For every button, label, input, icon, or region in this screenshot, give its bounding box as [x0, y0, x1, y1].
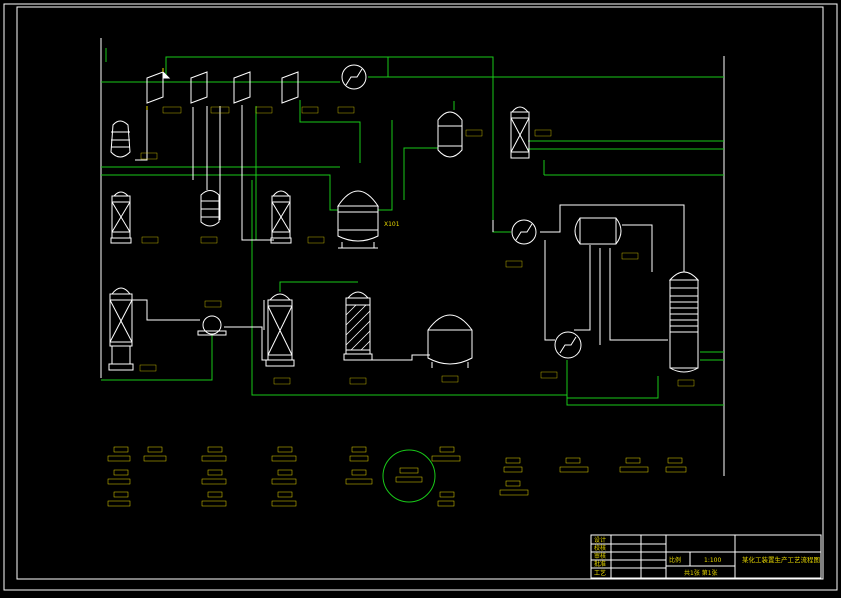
inner-frame	[16, 6, 824, 580]
packed-column-left-upper	[110, 191, 132, 244]
drawing-frame	[3, 3, 838, 591]
packed-column-center-upper	[270, 190, 292, 244]
legend-entries	[107, 446, 687, 507]
compressor-arrow	[162, 70, 171, 79]
packed-column-center-lower	[265, 293, 295, 367]
compressor-4	[281, 71, 299, 104]
fractionation-tower	[668, 271, 700, 373]
buffer-drum-mid	[200, 190, 220, 227]
sheet-label: 共1张 第1张	[684, 569, 718, 577]
vessel-top-center	[437, 111, 463, 158]
outer-frame	[3, 3, 838, 591]
scale-label: 比例	[669, 556, 681, 564]
compressor-3	[233, 71, 251, 104]
compressor-2	[190, 71, 208, 104]
title-block-text: 设计 校核 审核 批准 工艺 比例 1:100 共1张 第1张 某化工装置生产工…	[594, 536, 820, 577]
heat-exchanger-low	[554, 331, 582, 359]
equipment-labels: X101	[139, 106, 695, 387]
title-row-2: 校核	[594, 544, 606, 552]
hatched-column	[343, 291, 373, 361]
horizontal-drum	[574, 217, 622, 245]
legend	[107, 446, 687, 507]
heat-exchangers	[341, 64, 582, 359]
pump	[197, 315, 227, 336]
heat-exchanger-mid	[511, 219, 537, 245]
title-row-1: 设计	[594, 536, 606, 544]
compressors	[146, 70, 299, 104]
process-lines-white	[130, 105, 685, 361]
vertical-headers	[100, 38, 725, 476]
scale-value: 1:100	[704, 557, 721, 564]
reactor-x101	[337, 190, 379, 249]
storage-tank	[427, 314, 473, 368]
title-row-5: 工艺	[594, 569, 606, 577]
title-row-3: 审核	[594, 552, 606, 560]
legend-highlight-circle	[382, 449, 436, 503]
vessels	[108, 106, 700, 373]
drawing-title: 某化工装置生产工艺流程图	[742, 555, 820, 564]
tag-x101: X101	[384, 221, 400, 228]
accent-markers	[146, 68, 164, 110]
heat-exchanger-top	[341, 64, 367, 90]
packed-column-top-right	[510, 106, 530, 159]
title-row-4: 批准	[594, 560, 606, 568]
title-block	[590, 534, 822, 579]
buffer-drum-left	[110, 120, 131, 158]
compressor-1	[146, 71, 164, 104]
packed-column-left-lower	[108, 287, 134, 371]
